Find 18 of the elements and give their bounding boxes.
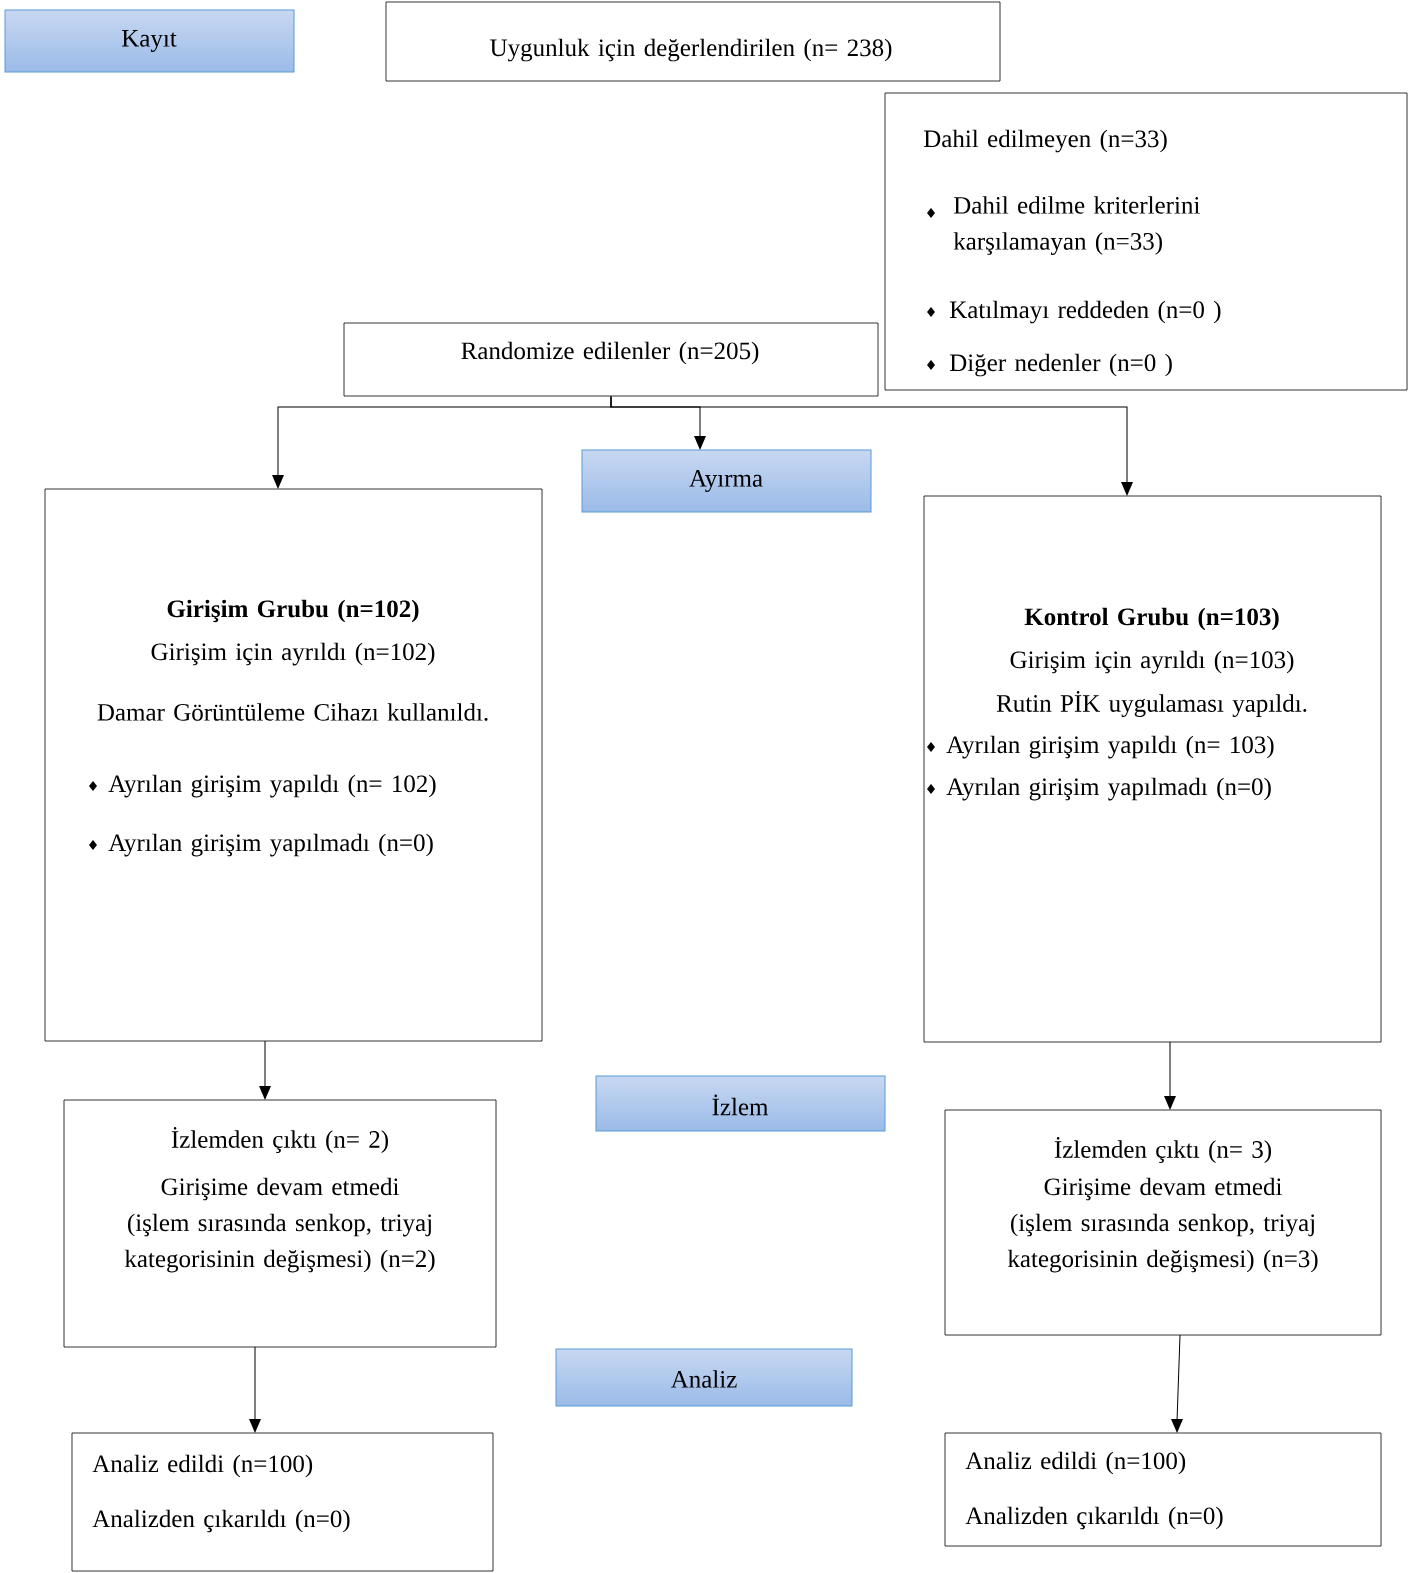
flow-box: İzlemden çıktı (n= 2) Girişime devam etmedi (işlem sırasında senkop, triyaj kategorisinin değişmesi) (n=2) <box>63 1099 497 1348</box>
flow-box: İzlemden çıktı (n= 3) Girişime devam etmedi (işlem sırasında senkop, triyaj kategorisinin değişmesi) (n=3) <box>944 1109 1382 1336</box>
flow-box: Dahil edilmeyen (n=33) Dahil edilme kriterlerini karşılamayan (n=33) Katılmayı reddeden (n=0 ) Diğer nedenler (n=0 ) <box>884 92 1408 391</box>
flow-box: Analiz edildi (n=100) Analizden çıkarıldı (n=0) <box>944 1432 1382 1547</box>
flow-box: Kontrol Grubu (n=103) Girişim için ayrıldı (n=103) Rutin PİK uygulaması yapıldı. Ayrılan girişim yapıldı (n= 103) Ayrılan girişim yapılmadı (n=0) <box>923 495 1382 1043</box>
flow-box: Randomize edilenler (n=205) <box>343 322 879 397</box>
flow-box: Uygunluk için değerlendirilen (n= 238) <box>385 1 1001 82</box>
flow-box: Girişim Grubu (n=102) Girişim için ayrıldı (n=102) Damar Görüntüleme Cihazı kullanıldı. Ayrılan girişim yapıldı (n= 102) Ayrılan girişim yapılmadı (n=0) <box>44 488 543 1042</box>
arrow <box>249 1346 261 1433</box>
stage-band: Ayırma <box>581 449 872 513</box>
stage-band: İzlem <box>595 1075 886 1132</box>
stage-band: Kayıt <box>4 9 295 73</box>
arrow <box>1171 1334 1183 1433</box>
arrow <box>259 1040 271 1100</box>
stage-band: Analiz <box>555 1348 853 1407</box>
arrow <box>1164 1041 1176 1110</box>
arrow <box>610 395 1133 496</box>
flow-box: Analiz edildi (n=100) Analizden çıkarıldı (n=0) <box>71 1432 494 1572</box>
